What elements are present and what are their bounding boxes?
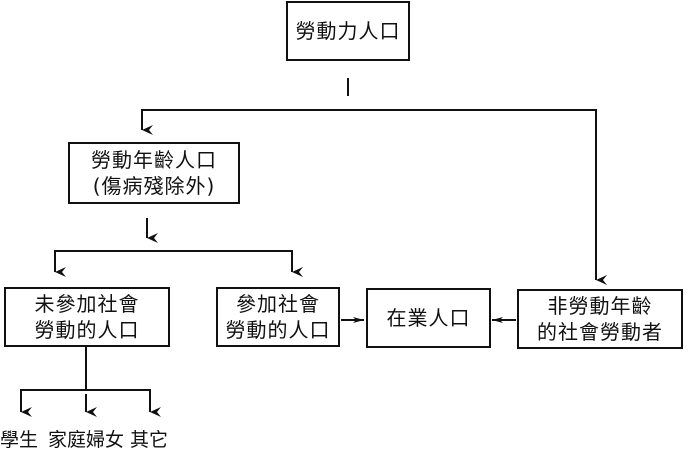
node-not-participating: 未參加社會 勞動的人口	[4, 287, 170, 347]
node-employed: 在業人口	[366, 288, 491, 348]
leaf-student: 學生	[0, 429, 39, 451]
leaf-other: 其它	[130, 429, 169, 451]
node-label: 在業人口	[386, 306, 471, 330]
node-label: 非勞動年齡	[547, 294, 653, 318]
node-participating: 參加社會 勞動的人口	[216, 287, 340, 347]
leaf-housewife: 家庭婦女	[48, 429, 125, 451]
node-label: 勞動年齡人口	[91, 148, 217, 172]
node-label: 參加社會	[236, 292, 320, 316]
node-label: 勞動力人口	[295, 19, 401, 43]
node-labor-population: 勞動力人口	[286, 1, 410, 61]
node-label: 勞動的人口	[225, 318, 331, 342]
node-label: 的社會勞動者	[537, 320, 663, 344]
node-label: (傷病殘除外)	[92, 174, 216, 198]
branch-line-middle	[54, 250, 293, 270]
node-non-working-age-workers: 非勞動年齡 的社會勞動者	[517, 289, 683, 349]
node-label: 勞動的人口	[34, 318, 140, 342]
node-label: 未參加社會	[34, 292, 140, 316]
node-working-age-population: 勞動年齡人口 (傷病殘除外)	[68, 142, 240, 204]
